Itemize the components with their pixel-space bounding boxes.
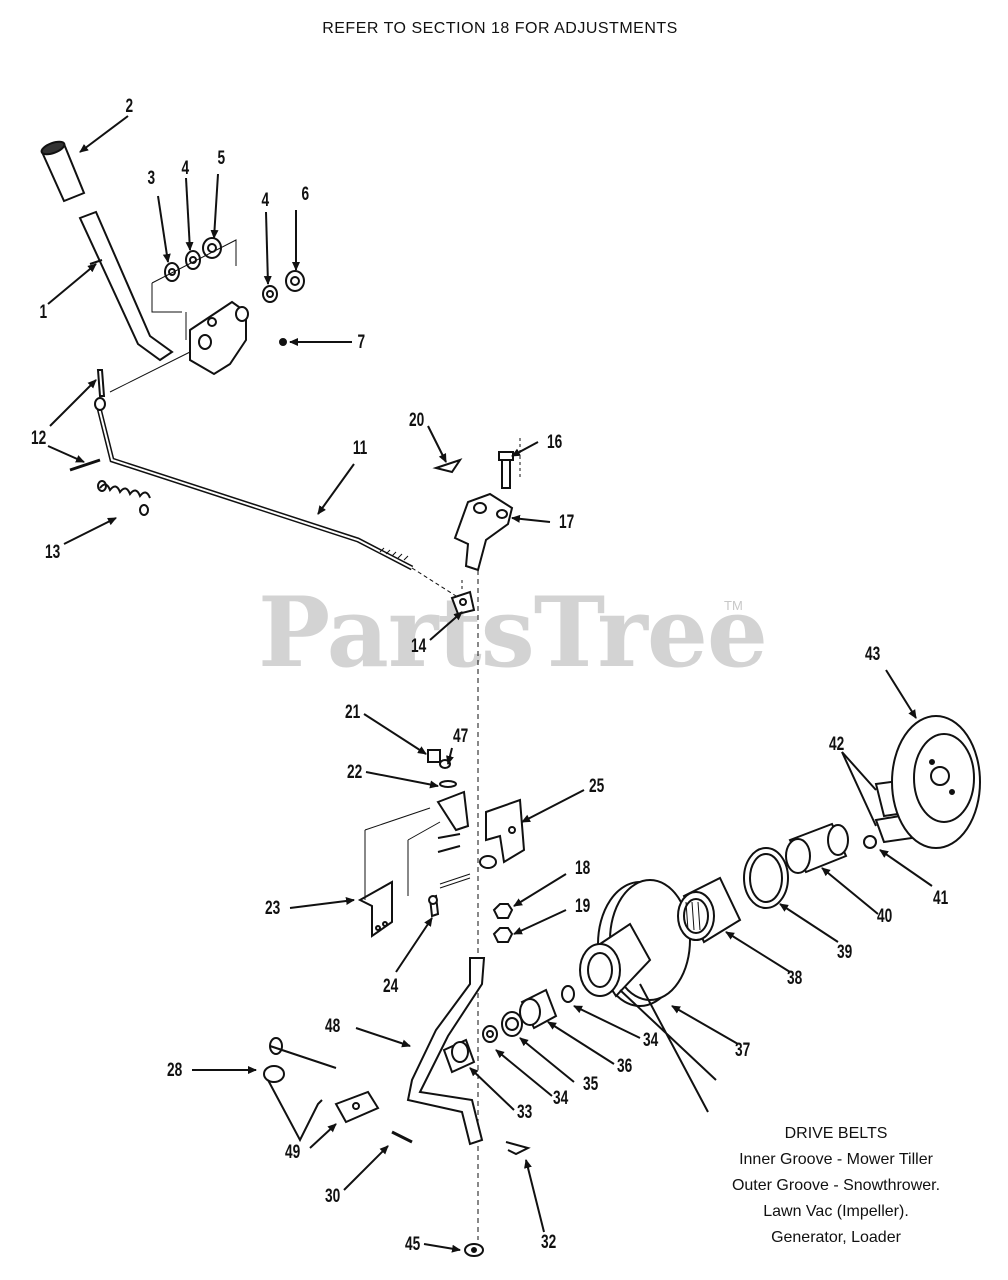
lock-washer — [464, 1243, 484, 1257]
callout-22: 22 — [346, 762, 363, 783]
callout-23: 23 — [264, 898, 281, 919]
callout-leader-lines — [47, 115, 933, 1253]
callout-25: 25 — [588, 776, 605, 797]
callout-5: 5 — [217, 148, 226, 169]
shift-block — [334, 1090, 413, 1144]
partstree-watermark: PartsTree — [258, 576, 768, 689]
spacer-and-washers — [442, 985, 575, 1074]
bolt-upper — [498, 438, 521, 489]
callout-11: 11 — [352, 438, 368, 459]
drive-belts-line: Lawn Vac (Impeller). — [763, 1203, 909, 1220]
callout-14: 14 — [410, 636, 427, 657]
callout-6: 6 — [301, 184, 310, 205]
callout-49: 49 — [284, 1142, 301, 1163]
drive-belts-note: DRIVE BELTS Inner Groove - Mower Tiller … — [700, 1121, 972, 1251]
shift-arm — [406, 957, 486, 1146]
callout-20: 20 — [408, 410, 425, 431]
callout-35: 35 — [582, 1074, 599, 1095]
callout-18: 18 — [574, 858, 591, 879]
drive-pulley — [579, 879, 717, 1113]
drive-belts-line: Outer Groove - Snowthrower. — [731, 1177, 941, 1194]
callout-39: 39 — [836, 942, 853, 963]
callout-48: 48 — [324, 1016, 341, 1037]
callout-1: 1 — [39, 302, 48, 323]
control-rod — [94, 397, 457, 597]
torsion-spring — [263, 1037, 337, 1143]
retaining-ring — [743, 847, 789, 909]
callout-37: 37 — [734, 1040, 751, 1061]
callout-42: 42 — [828, 734, 845, 755]
callout-4: 4 — [261, 190, 270, 211]
trademark-mark: TM — [724, 598, 743, 613]
drive-belts-line: Generator, Loader — [771, 1229, 901, 1246]
retaining-clip — [505, 1141, 531, 1156]
callout-28: 28 — [166, 1060, 183, 1081]
handle-grip — [40, 140, 86, 203]
cotter-pin-upper — [96, 369, 106, 397]
control-lever — [78, 210, 174, 362]
callout-38: 38 — [786, 968, 803, 989]
callout-47: 47 — [452, 726, 469, 747]
adjustments-note: REFER TO SECTION 18 FOR ADJUSTMENTS — [322, 20, 678, 37]
pulley-sleeve — [785, 822, 849, 874]
callout-21: 21 — [344, 702, 361, 723]
washer-bushing-group — [151, 237, 305, 340]
rod-trunnion — [450, 580, 476, 616]
callout-40: 40 — [876, 906, 893, 927]
cotter-pin-lower — [69, 458, 101, 472]
linkage-parts — [357, 749, 497, 938]
callout-17: 17 — [558, 512, 575, 533]
callout-41: 41 — [932, 888, 949, 909]
callout-32: 32 — [540, 1232, 557, 1253]
callout-3: 3 — [147, 168, 156, 189]
needle-bearing — [677, 876, 742, 944]
callout-30: 30 — [324, 1186, 341, 1207]
callout-12: 12 — [30, 428, 47, 449]
callout-4: 4 — [181, 158, 190, 179]
callout-45: 45 — [404, 1234, 421, 1255]
hex-nuts — [492, 903, 514, 943]
callout-33: 33 — [516, 1102, 533, 1123]
pivot-bracket — [453, 492, 514, 572]
hairpin-clip — [432, 458, 463, 474]
outer-pulley — [891, 715, 981, 849]
callout-7: 7 — [357, 332, 366, 353]
callout-16: 16 — [546, 432, 563, 453]
callout-43: 43 — [864, 644, 881, 665]
mounting-bracket — [485, 798, 526, 864]
callout-24: 24 — [382, 976, 399, 997]
callout-34: 34 — [552, 1088, 569, 1109]
callout-13: 13 — [44, 542, 61, 563]
callout-34: 34 — [642, 1030, 659, 1051]
lever-pivot-plate — [109, 300, 287, 393]
callout-19: 19 — [574, 896, 591, 917]
extension-spring — [97, 480, 151, 516]
drive-belts-line: Inner Groove - Mower Tiller — [739, 1151, 933, 1168]
callout-36: 36 — [616, 1056, 633, 1077]
drive-belts-title: DRIVE BELTS — [784, 1125, 888, 1142]
callout-2: 2 — [125, 96, 134, 117]
